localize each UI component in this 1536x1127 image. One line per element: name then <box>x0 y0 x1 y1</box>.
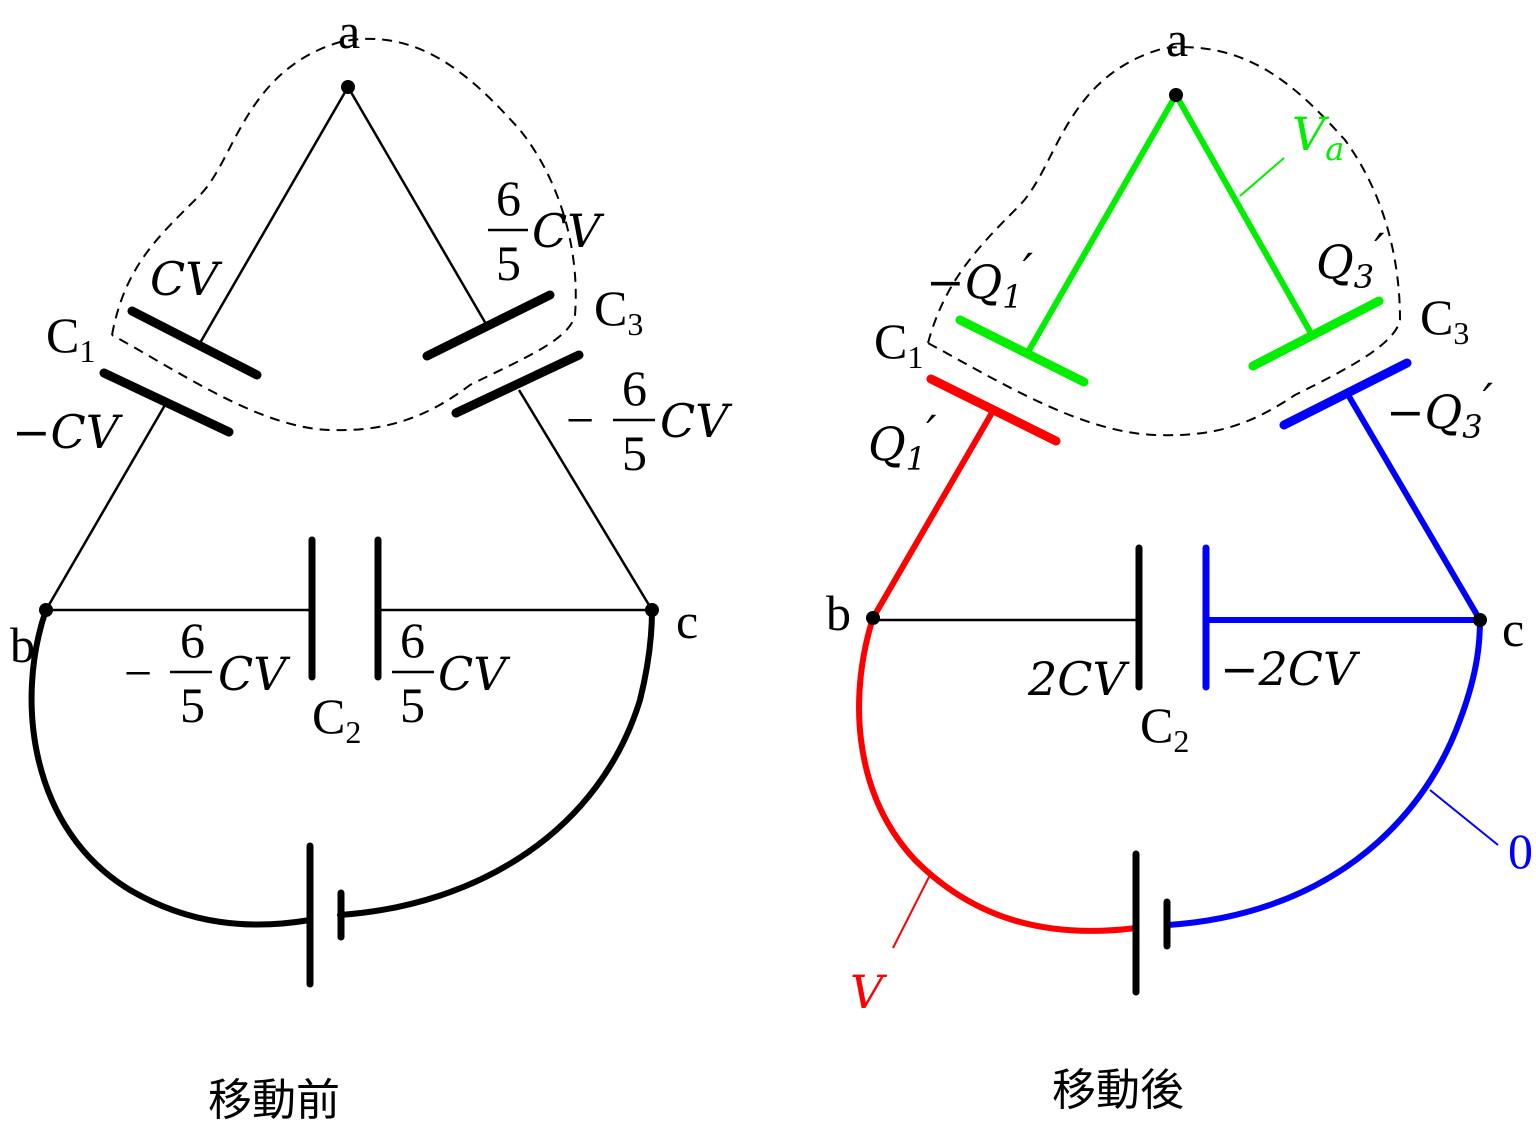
c1-label: C1 <box>874 313 923 375</box>
battery <box>306 842 345 988</box>
va-leader-line <box>1239 157 1285 197</box>
svg-text:6: 6 <box>622 360 647 416</box>
potential-c-label: 0 <box>1508 823 1533 879</box>
wires <box>44 86 654 612</box>
c2-left-charge: 2CV <box>1027 652 1130 706</box>
node-a-dot <box>1169 88 1183 102</box>
thick-wires-battery-loop <box>28 607 655 928</box>
svg-text:5: 5 <box>622 425 647 481</box>
c3-bottom-charge: −Q3′ <box>1386 373 1494 446</box>
capacitor-c2 <box>308 536 382 681</box>
capacitor-c3 <box>422 290 584 418</box>
c1-label: C1 <box>46 307 95 369</box>
c2-left-charge: − 6 5 CV <box>124 612 291 733</box>
node-a-dot <box>341 80 355 94</box>
v-leader-line <box>892 874 931 949</box>
svg-text:5: 5 <box>400 677 425 733</box>
c2-label: C2 <box>1140 697 1189 759</box>
svg-text:CV: CV <box>660 394 733 448</box>
svg-text:5: 5 <box>496 235 521 291</box>
c3-label: C3 <box>594 280 643 342</box>
circuit-after: Va V 0 a b c C1 <box>826 11 1533 1116</box>
svg-text:CV: CV <box>438 647 511 701</box>
node-c-dot <box>645 603 659 617</box>
c3-top-charge: 6 5 CV <box>488 170 605 291</box>
node-a-label: a <box>338 3 360 59</box>
svg-text:CV: CV <box>218 647 291 701</box>
zero-leader-line <box>1429 789 1499 846</box>
svg-text:5: 5 <box>180 677 205 733</box>
c2-right-charge: 6 5 CV <box>392 612 511 733</box>
c1-bottom-charge: Q1′ <box>868 405 937 478</box>
c2-label: C2 <box>312 688 361 750</box>
black-wires <box>871 544 1171 996</box>
svg-text:6: 6 <box>496 170 521 226</box>
node-c-dot <box>1473 613 1487 627</box>
node-c-label: c <box>676 593 698 649</box>
potential-a-label: Va <box>1292 107 1344 168</box>
node-b-dot <box>39 603 53 617</box>
node-b-label: b <box>10 617 35 673</box>
c3-label: C3 <box>1420 289 1469 351</box>
node-a-label: a <box>1166 11 1188 67</box>
green-conductor <box>955 92 1384 387</box>
caption-before: 移動前 <box>208 1075 340 1126</box>
svg-text:CV: CV <box>532 204 605 258</box>
capacitor-c1 <box>99 306 262 437</box>
c2-right-charge: −2CV <box>1220 642 1361 696</box>
svg-text:6: 6 <box>180 612 205 668</box>
c3-top-charge: Q3′ <box>1316 223 1385 296</box>
red-conductor <box>856 374 1139 934</box>
c1-bottom-charge: −CV <box>12 405 124 459</box>
potential-b-label: V <box>850 965 888 1019</box>
isolated-region-dashed-outline <box>111 37 577 432</box>
c1-top-charge: −Q1′ <box>926 243 1034 316</box>
svg-text:−: − <box>124 645 152 701</box>
node-b-label: b <box>826 585 851 641</box>
circuit-before: a b c C1 CV −CV C3 6 5 CV − 6 5 CV C2 − … <box>10 3 733 1126</box>
c3-bottom-charge: − 6 5 CV <box>566 360 733 481</box>
isolated-region-dashed-outline <box>927 46 1402 437</box>
node-c-label: c <box>1502 601 1524 657</box>
node-b-dot <box>866 611 880 625</box>
svg-text:−: − <box>566 392 594 448</box>
svg-text:6: 6 <box>400 612 425 668</box>
c1-top-charge: CV <box>150 252 223 306</box>
blue-conductor <box>1165 358 1483 928</box>
caption-after: 移動後 <box>1052 1065 1184 1116</box>
